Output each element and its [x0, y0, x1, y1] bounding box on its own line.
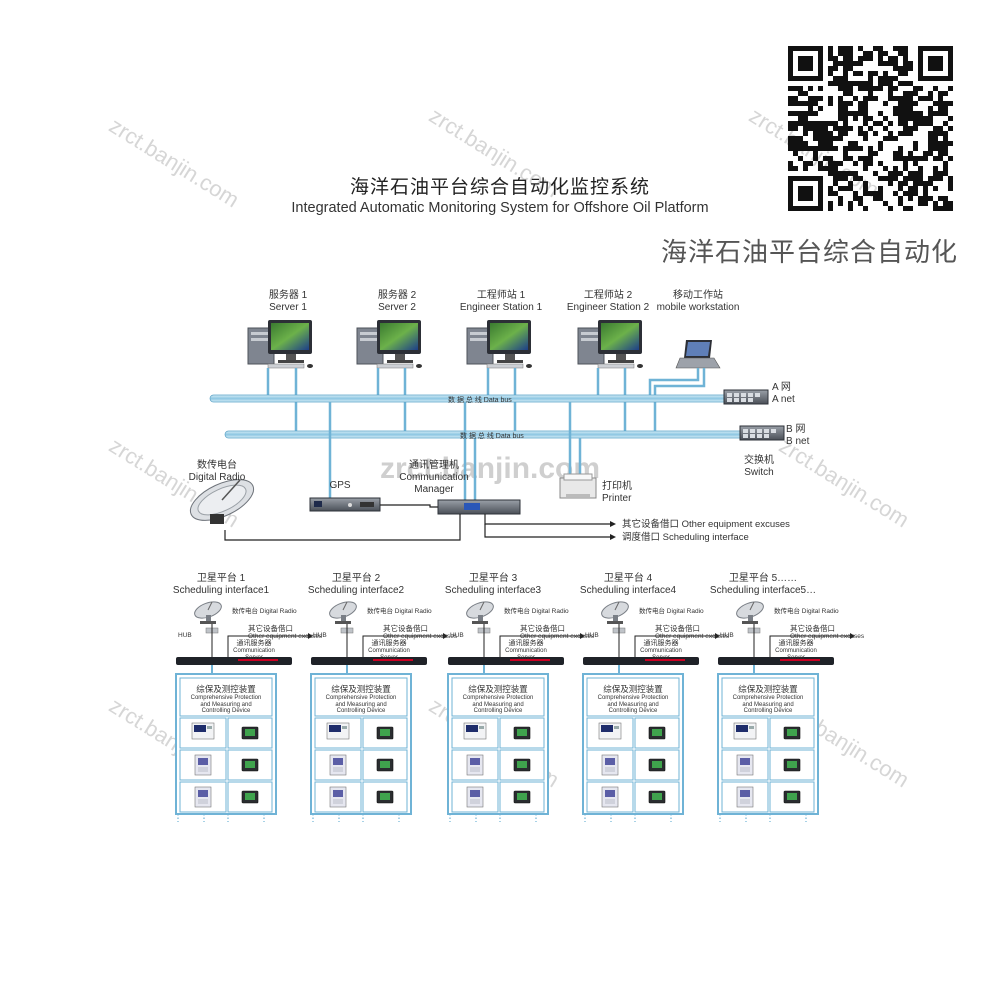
platform-radio-label: 数传电台 Digital Radio	[774, 608, 839, 615]
platform-hub-label: HUB	[585, 632, 599, 639]
platform-other-en: Other equipment excuses	[520, 633, 595, 640]
platform-device-cn: 综保及测控装置	[603, 684, 663, 694]
platform-server-en2: Server	[517, 654, 535, 661]
laptop-icon	[675, 340, 721, 369]
platform-device-en2: and Measuring and	[742, 701, 794, 708]
platform-other-cn: 其它设备借口	[520, 624, 565, 633]
platform-other-en: Other equipment excuses	[790, 633, 865, 640]
platform-device-en3: Controlling Device	[743, 708, 793, 714]
platform-title-en: Scheduling interface2	[307, 585, 405, 596]
platform-device-en1: Comprehensive Protection	[325, 695, 397, 701]
satellite-dish-icon	[189, 479, 255, 524]
platform-title-en: Scheduling interface5…	[709, 585, 817, 596]
platform-title-cn: 卫星平台 5……	[728, 573, 798, 584]
platform-device-cn: 综保及测控装置	[738, 684, 798, 694]
platform-device-en3: Controlling Device	[201, 708, 251, 714]
platform-device-cn: 综保及测控装置	[331, 684, 391, 694]
platform-column-4	[582, 598, 720, 822]
gps-label: GPS	[329, 480, 351, 491]
platform-column-5	[717, 598, 855, 822]
platform-device-en1: Comprehensive Protection	[732, 695, 804, 701]
platform-title-en: Scheduling interface4	[579, 585, 677, 596]
platform-device-cn: 综保及测控装置	[196, 684, 256, 694]
platform-device-en2: and Measuring and	[607, 701, 659, 708]
platform-server-en2: Server	[380, 654, 398, 661]
platform-title-cn: 卫星平台 3	[468, 573, 518, 584]
platform-server-cn: 通讯服务器	[508, 640, 544, 647]
platform-device-en3: Controlling Device	[473, 708, 523, 714]
platform-hub-label: HUB	[313, 632, 327, 639]
platform-server-en1: Communication	[640, 648, 682, 654]
platform-server-en1: Communication	[775, 648, 817, 654]
platform-column-2	[310, 598, 448, 822]
other-equipment-label: 其它设备借口 Other equipment excuses	[622, 519, 790, 530]
platform-server-cn: 通讯服务器	[643, 640, 679, 647]
platform-other-en: Other equipment excuses	[248, 633, 323, 640]
platform-other-cn: 其它设备借口	[383, 624, 428, 633]
platform-server-en2: Server	[652, 654, 670, 661]
data-bus-b-label: 数 据 总 线 Data bus	[460, 433, 524, 440]
platform-server-en1: Communication	[505, 648, 547, 654]
platform-server-cn: 通讯服务器	[371, 640, 407, 647]
platform-device-en3: Controlling Device	[608, 708, 658, 714]
platform-other-en: Other equipment excuses	[655, 633, 730, 640]
platform-hub-label: HUB	[720, 632, 734, 639]
platform-server-cn: 通讯服务器	[236, 640, 272, 647]
platform-device-en2: and Measuring and	[472, 701, 524, 708]
platform-device-en3: Controlling Device	[336, 708, 386, 714]
platform-server-cn: 通讯服务器	[778, 640, 814, 647]
platform-radio-label: 数传电台 Digital Radio	[639, 608, 704, 615]
platform-hub-label: HUB	[450, 632, 464, 639]
title-en: Integrated Automatic Monitoring System f…	[291, 200, 709, 216]
platform-device-en1: Comprehensive Protection	[190, 695, 262, 701]
title-cn: 海洋石油平台综合自动化监控系统	[349, 176, 650, 198]
platform-radio-label: 数传电台 Digital Radio	[504, 608, 569, 615]
platform-other-cn: 其它设备借口	[248, 624, 293, 633]
platform-server-en1: Communication	[233, 648, 275, 654]
platform-other-cn: 其它设备借口	[790, 624, 835, 633]
data-bus-a-label: 数 据 总 线 Data bus	[448, 397, 512, 404]
platform-device-cn: 综保及测控装置	[468, 684, 528, 694]
platform-device-en1: Comprehensive Protection	[462, 695, 534, 701]
platform-column-3	[447, 598, 585, 822]
scheduling-interface-label: 调度借口 Scheduling interface	[622, 532, 749, 543]
platform-device-en2: and Measuring and	[200, 701, 252, 708]
platform-radio-label: 数传电台 Digital Radio	[367, 608, 432, 615]
platform-column-1	[175, 598, 313, 822]
platform-title-cn: 卫星平台 1	[196, 573, 246, 584]
platform-server-en2: Server	[245, 654, 263, 661]
banner-text: 海洋石油平台综合自动化	[660, 238, 958, 268]
platform-title-en: Scheduling interface1	[172, 585, 270, 596]
platform-title-cn: 卫星平台 4	[603, 573, 653, 584]
platform-radio-label: 数传电台 Digital Radio	[232, 608, 297, 615]
platform-hub-label: HUB	[178, 632, 192, 639]
platform-server-en2: Server	[787, 654, 805, 661]
platform-title-cn: 卫星平台 2	[331, 573, 381, 584]
platform-server-en1: Communication	[368, 648, 410, 654]
platform-title-en: Scheduling interface3	[444, 585, 542, 596]
platform-other-en: Other equipment excuses	[383, 633, 458, 640]
platform-other-cn: 其它设备借口	[655, 624, 700, 633]
platform-device-en2: and Measuring and	[335, 701, 387, 708]
platform-device-en1: Comprehensive Protection	[597, 695, 669, 701]
